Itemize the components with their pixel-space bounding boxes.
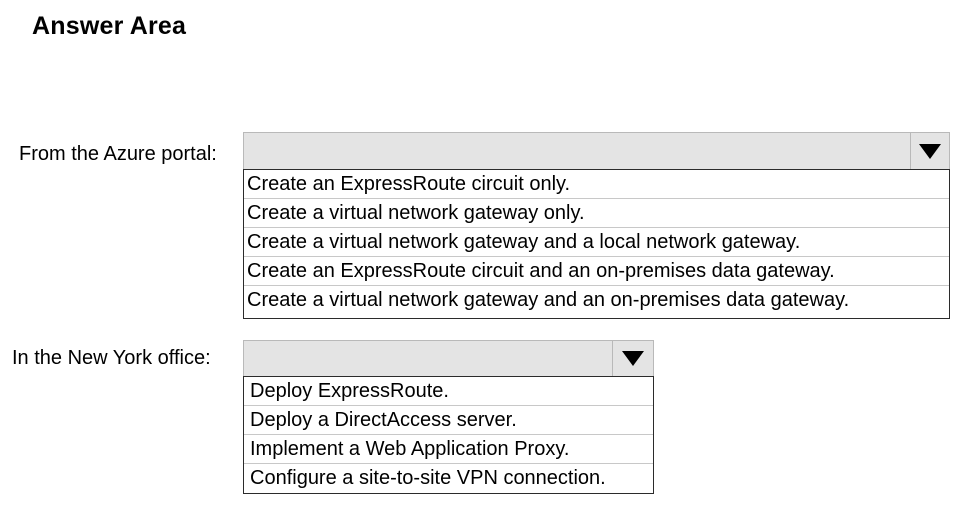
- answer-area-title: Answer Area: [32, 12, 187, 40]
- new-york-office-dropdown[interactable]: [243, 340, 654, 377]
- new-york-office-options-list: Deploy ExpressRoute. Deploy a DirectAcce…: [243, 376, 654, 494]
- azure-portal-dropdown[interactable]: [243, 132, 950, 170]
- new-york-office-option[interactable]: Deploy ExpressRoute.: [244, 377, 653, 406]
- azure-portal-option[interactable]: Create a virtual network gateway and an …: [247, 289, 850, 311]
- new-york-office-dropdown-toggle[interactable]: [612, 341, 653, 376]
- new-york-office-label: In the New York office:: [12, 347, 211, 369]
- new-york-office-option[interactable]: Configure a site-to-site VPN connection.: [250, 467, 606, 489]
- azure-portal-option[interactable]: Create a virtual network gateway only.: [244, 199, 949, 228]
- new-york-office-option[interactable]: Deploy a DirectAccess server.: [244, 406, 653, 435]
- azure-portal-options-list: Create an ExpressRoute circuit only. Cre…: [243, 169, 950, 319]
- azure-portal-option[interactable]: Create an ExpressRoute circuit only.: [244, 170, 949, 199]
- azure-portal-option[interactable]: Create a virtual network gateway and a l…: [244, 228, 949, 257]
- chevron-down-icon: [919, 143, 941, 159]
- azure-portal-label: From the Azure portal:: [19, 143, 217, 165]
- new-york-office-option[interactable]: Implement a Web Application Proxy.: [244, 435, 653, 464]
- azure-portal-option[interactable]: Create an ExpressRoute circuit and an on…: [244, 257, 949, 286]
- chevron-down-icon: [622, 351, 644, 366]
- azure-portal-dropdown-toggle[interactable]: [910, 133, 949, 169]
